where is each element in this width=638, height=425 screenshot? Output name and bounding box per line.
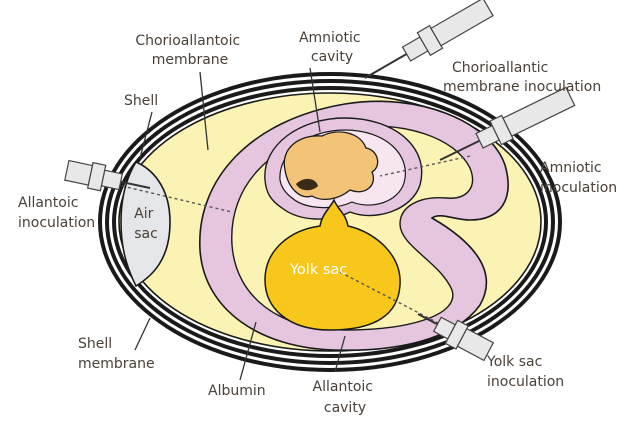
- label-amniotic-inoculation-line2: inoculation: [540, 180, 617, 196]
- label-allantoic-inoculation-line2: inoculation: [18, 215, 95, 231]
- label-shell-membrane: Shell membrane: [78, 336, 155, 372]
- label-air-sac-line1: Air: [134, 206, 153, 222]
- label-yolk-sac-inoculation-line2: inoculation: [487, 374, 564, 390]
- label-yolk-sac: Yolk sac: [289, 262, 347, 278]
- label-allantoic-inoculation-line1: Allantoic: [18, 195, 78, 211]
- label-chorioallantoic-inoculation-line2: membrane inoculation: [443, 79, 601, 95]
- label-amniotic-cavity-line1: Amniotic: [299, 30, 361, 46]
- label-shell-membrane-line1: Shell: [78, 336, 112, 352]
- label-shell: Shell: [124, 93, 158, 109]
- label-chorioallantoic-membrane: Chorioallantoic membrane: [135, 33, 244, 68]
- label-allantoic-cavity: Allantoic cavity: [313, 379, 378, 416]
- label-amniotic-cavity-line2: cavity: [311, 49, 353, 65]
- label-allantoic-inoculation: Allantoic inoculation: [18, 195, 95, 231]
- label-chorioallantoic-inoculation: Chorioallantic membrane inoculation: [443, 60, 601, 95]
- label-amniotic-cavity: Amniotic cavity: [299, 30, 365, 65]
- label-chorioallantoic-membrane-line2: membrane: [152, 52, 229, 68]
- label-allantoic-cavity-line1: Allantoic: [313, 379, 373, 395]
- label-allantoic-cavity-line2: cavity: [324, 400, 366, 416]
- label-chorioallantoic-membrane-line1: Chorioallantoic: [135, 33, 240, 49]
- label-yolk-sac-inoculation: Yolk sac inoculation: [486, 354, 564, 390]
- label-yolk-sac-inoculation-line1: Yolk sac: [486, 354, 542, 370]
- label-air-sac-line2: sac: [134, 226, 158, 242]
- label-amniotic-inoculation-line1: Amniotic: [540, 160, 602, 176]
- label-shell-membrane-line2: membrane: [78, 356, 155, 372]
- label-albumin: Albumin: [208, 383, 266, 399]
- label-chorioallantoic-inoculation-line1: Chorioallantic: [452, 60, 548, 76]
